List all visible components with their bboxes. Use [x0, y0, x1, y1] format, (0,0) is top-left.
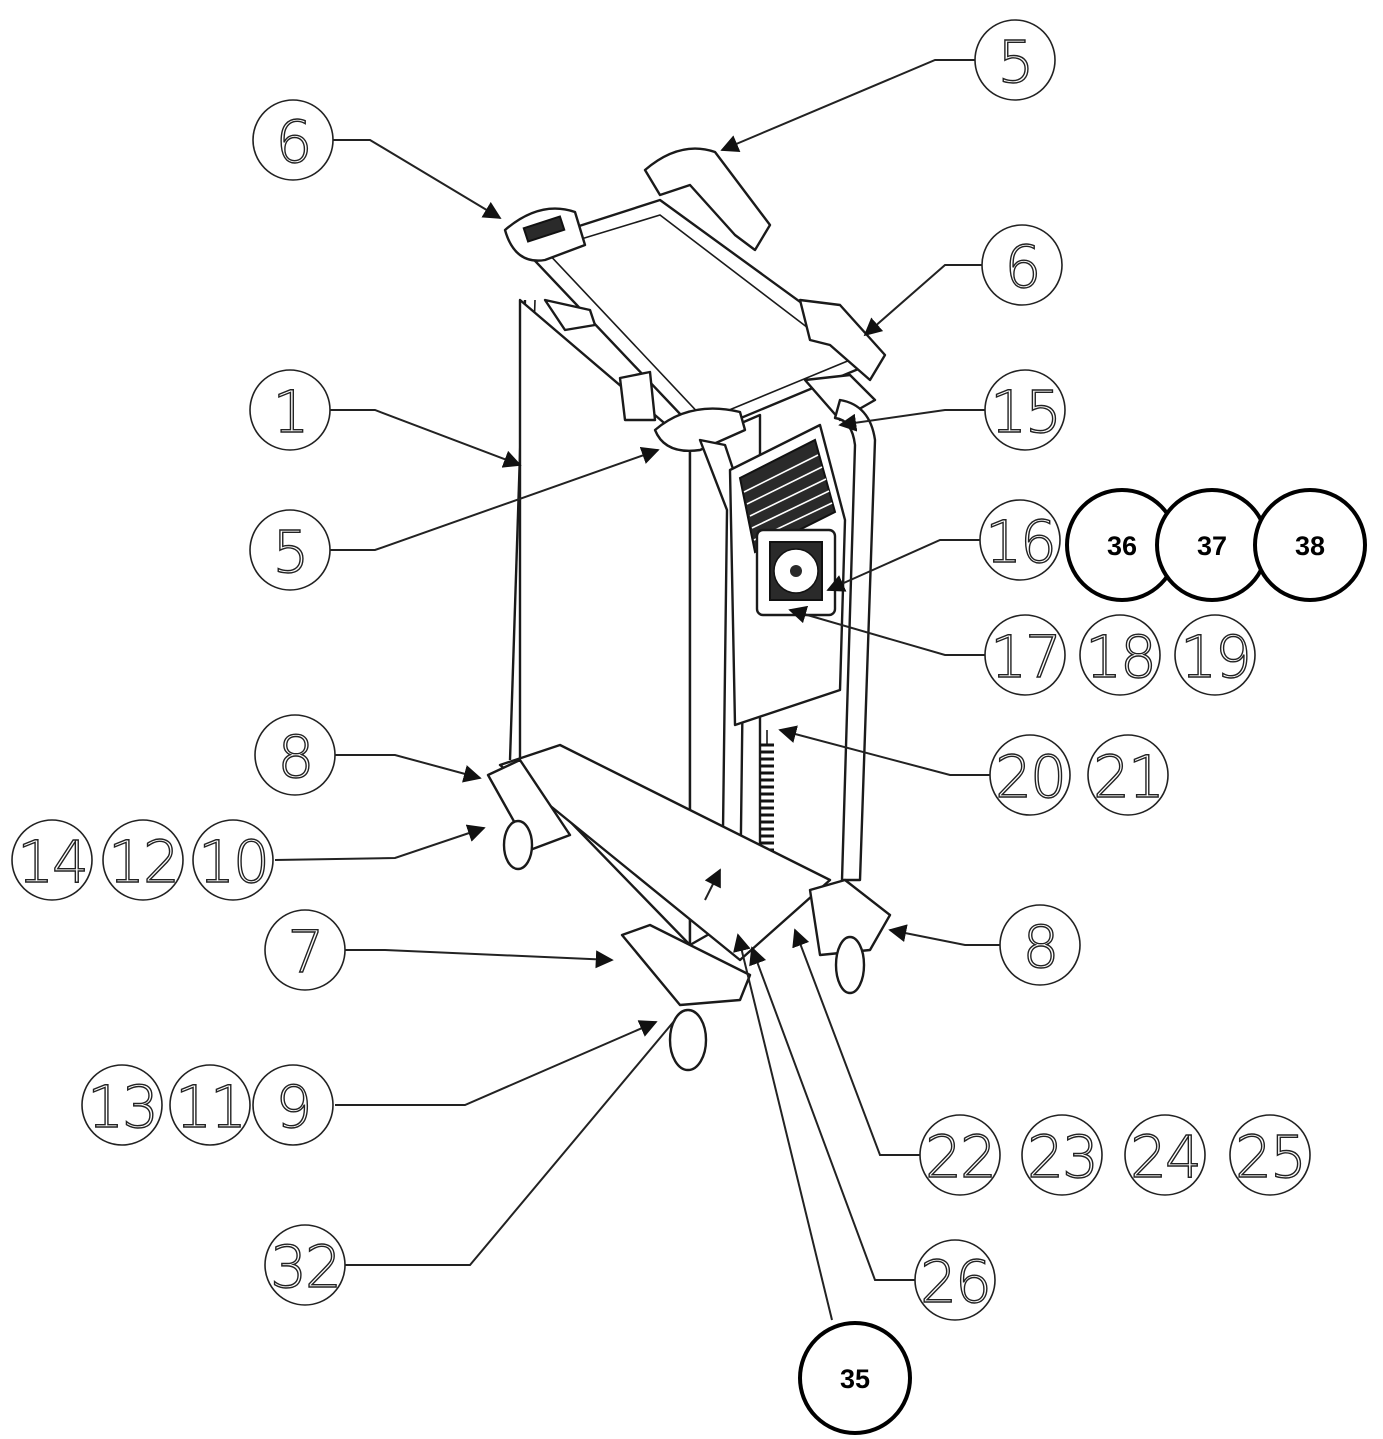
- callout-15: 15: [984, 369, 1066, 451]
- svg-text:1: 1: [273, 378, 308, 446]
- svg-text:6: 6: [1005, 233, 1040, 301]
- wheel-front-left: [668, 1008, 708, 1072]
- callout-35: 35: [798, 1321, 912, 1435]
- callout-5-top-right: 5: [974, 19, 1056, 101]
- callout-18: 18: [1079, 614, 1161, 696]
- svg-text:20: 20: [995, 743, 1065, 811]
- callout-24: 24: [1124, 1114, 1206, 1196]
- svg-text:15: 15: [990, 378, 1060, 446]
- svg-text:32: 32: [270, 1233, 340, 1301]
- svg-text:6: 6: [276, 108, 311, 176]
- callout-12: 12: [102, 819, 184, 901]
- callout-23: 23: [1021, 1114, 1103, 1196]
- base-plate: [498, 743, 832, 962]
- svg-text:26: 26: [920, 1248, 990, 1316]
- svg-text:36: 36: [1107, 531, 1137, 561]
- wheel-front-right: [834, 935, 866, 995]
- callout-14: 14: [11, 819, 93, 901]
- svg-text:24: 24: [1130, 1123, 1200, 1191]
- callout-8-left: 8: [254, 714, 336, 796]
- callout-32: 32: [264, 1224, 346, 1306]
- callout-19: 19: [1174, 614, 1256, 696]
- svg-text:23: 23: [1027, 1123, 1097, 1191]
- svg-text:9: 9: [276, 1073, 311, 1141]
- handle-front: [653, 407, 747, 452]
- svg-text:18: 18: [1085, 623, 1155, 691]
- callout-16: 16: [979, 499, 1061, 581]
- callout-21: 21: [1087, 734, 1169, 816]
- svg-text:5: 5: [273, 518, 308, 586]
- callout-9: 9: [252, 1064, 334, 1146]
- callout-8-right: 8: [999, 904, 1081, 986]
- svg-text:10: 10: [198, 828, 268, 896]
- callout-10: 10: [192, 819, 274, 901]
- callout-36: 36: [1065, 488, 1179, 602]
- callout-37: 37: [1155, 488, 1269, 602]
- callout-5-left: 5: [249, 509, 331, 591]
- handle-right: [798, 298, 887, 382]
- callout-22: 22: [919, 1114, 1001, 1196]
- callout-38: 38: [1253, 488, 1367, 602]
- svg-text:13: 13: [87, 1073, 157, 1141]
- caster-mount-front-left: [620, 923, 752, 1007]
- svg-text:8: 8: [1023, 913, 1058, 981]
- svg-text:12: 12: [108, 828, 178, 896]
- callout-17: 17: [984, 614, 1066, 696]
- callout-1: 1: [249, 369, 331, 451]
- svg-text:35: 35: [840, 1364, 870, 1394]
- svg-text:37: 37: [1197, 531, 1227, 561]
- caster-mount-front-right: [808, 878, 892, 957]
- svg-text:7: 7: [288, 918, 323, 986]
- leader-lines: [274, 59, 1000, 1321]
- svg-text:14: 14: [17, 828, 87, 896]
- callout-13: 13: [81, 1064, 163, 1146]
- callout-26: 26: [914, 1239, 996, 1321]
- svg-text:8: 8: [278, 723, 313, 791]
- svg-text:5: 5: [998, 28, 1033, 96]
- svg-text:16: 16: [985, 508, 1055, 576]
- callout-20: 20: [989, 734, 1071, 816]
- callout-25: 25: [1229, 1114, 1311, 1196]
- cart-assembly: [486, 147, 892, 1072]
- svg-text:17: 17: [990, 623, 1060, 691]
- callout-6-right: 6: [981, 224, 1063, 306]
- wheel-back-left: [502, 819, 534, 871]
- callout-6-top-left: 6: [252, 99, 334, 181]
- callout-7: 7: [264, 909, 346, 991]
- svg-text:21: 21: [1093, 743, 1163, 811]
- svg-text:22: 22: [925, 1123, 995, 1191]
- svg-text:25: 25: [1235, 1123, 1305, 1191]
- callout-bubbles: 6 5 6 1 15 5 16 36: [11, 19, 1367, 1435]
- handle-top-right: [643, 147, 772, 252]
- svg-text:11: 11: [175, 1073, 245, 1141]
- fan-unit: [755, 528, 837, 617]
- svg-text:38: 38: [1295, 531, 1325, 561]
- callout-11: 11: [169, 1064, 251, 1146]
- svg-text:19: 19: [1180, 623, 1250, 691]
